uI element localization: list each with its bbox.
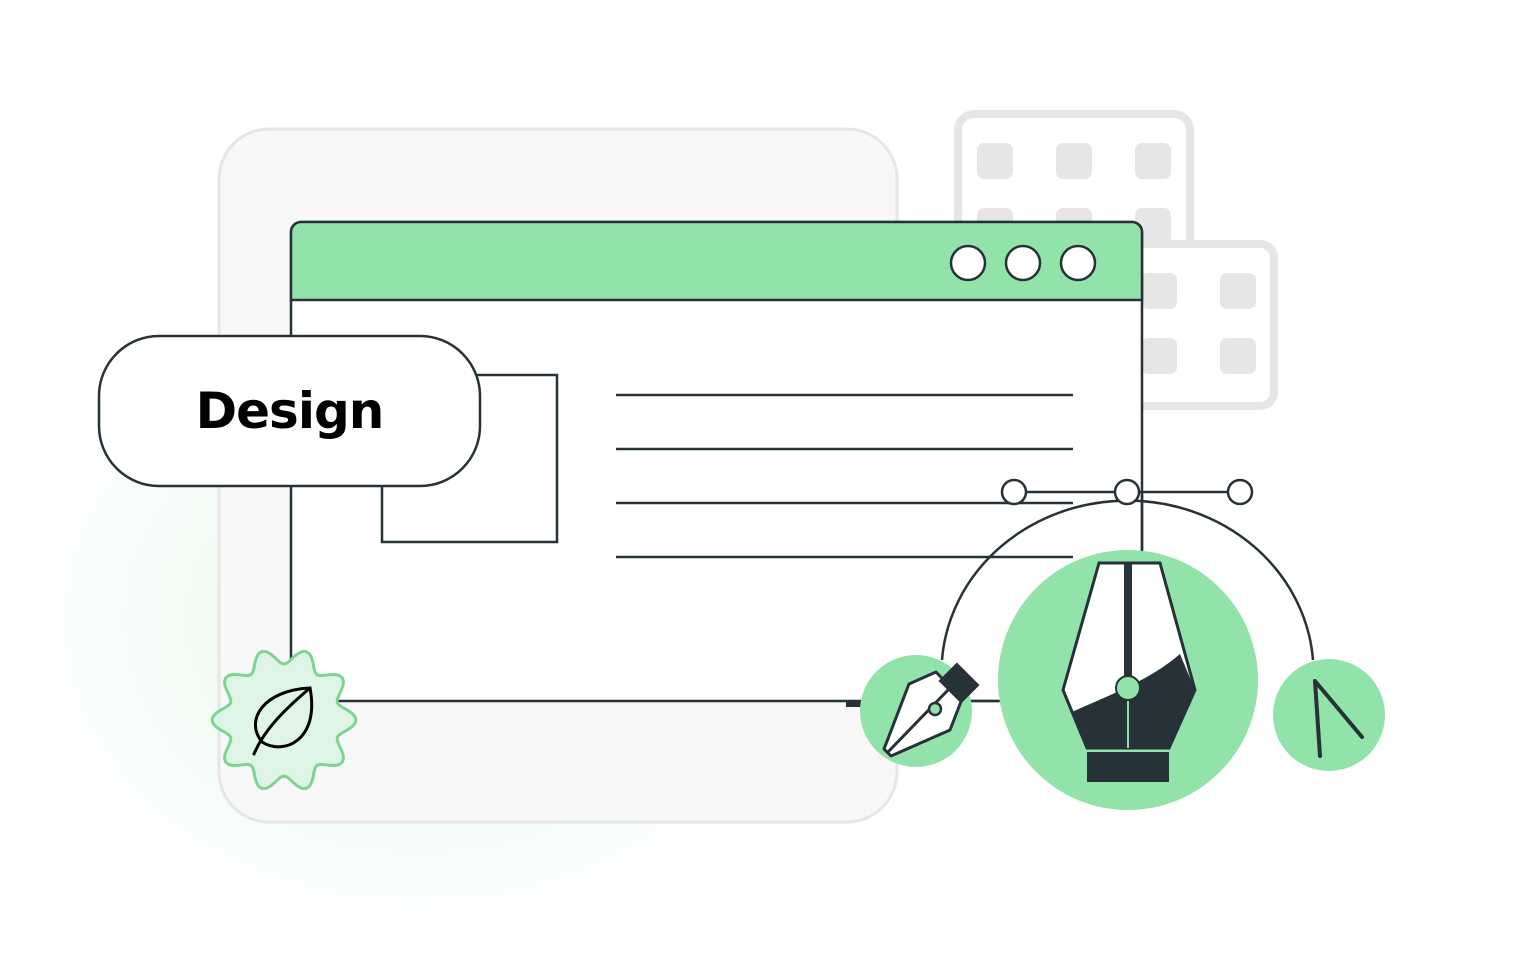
fountain-pen-icon	[860, 655, 980, 767]
grid-panel-front	[1116, 240, 1278, 410]
compass-icon	[1273, 659, 1385, 771]
design-tag	[97, 334, 482, 488]
browser-window	[289, 220, 1144, 703]
bezier-handle	[1113, 478, 1141, 506]
leaf-badge	[210, 650, 358, 790]
window-dot	[949, 244, 987, 282]
bezier-handle	[1000, 478, 1028, 506]
leaf-icon	[252, 686, 314, 756]
bezier-handle	[1226, 478, 1254, 506]
window-dot	[1059, 244, 1097, 282]
design-tag-label: Design	[195, 382, 385, 440]
window-dot	[1004, 244, 1042, 282]
pen-nib-icon	[998, 550, 1258, 810]
